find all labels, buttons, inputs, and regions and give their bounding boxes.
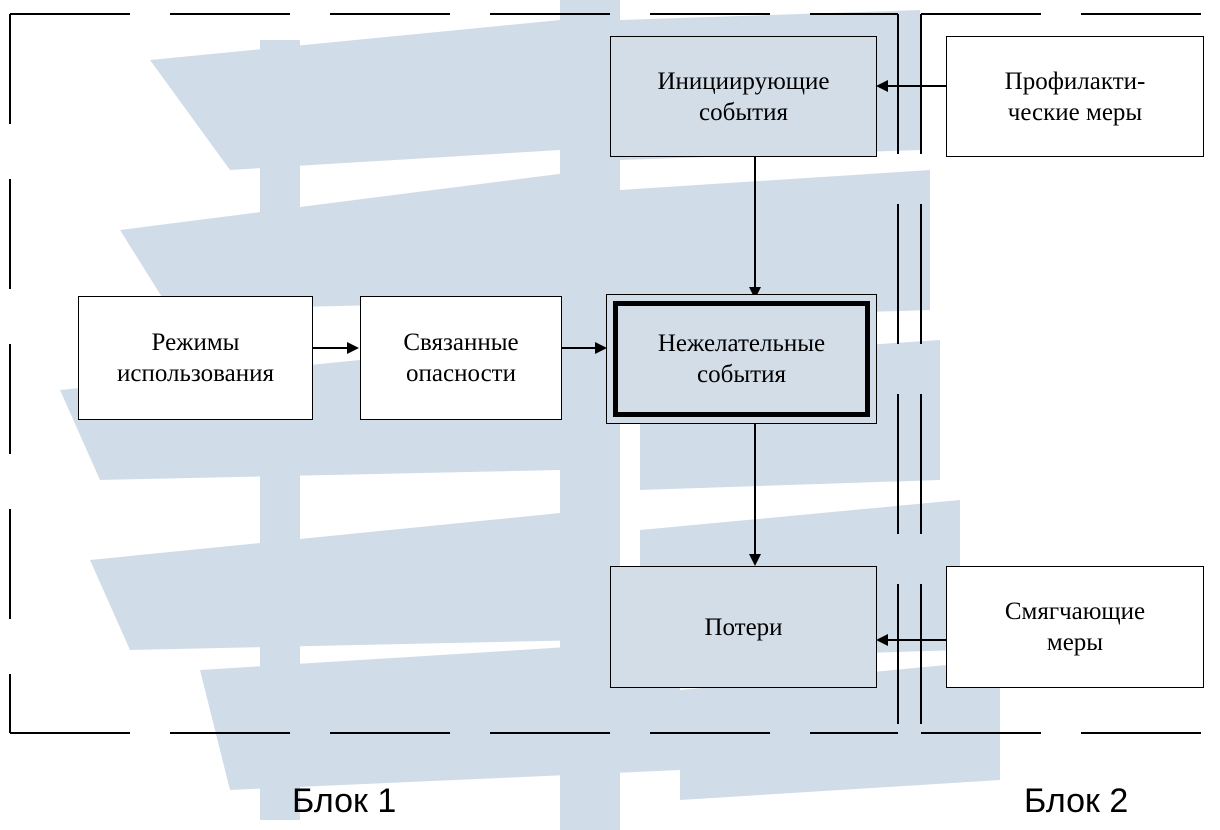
node-undesired-inner-frame: Нежелательные события: [613, 301, 870, 417]
node-losses-line1: Потери: [704, 613, 783, 641]
block1-label: Блок 1: [292, 782, 397, 820]
node-initiating-events: Инициирующие события: [610, 36, 877, 157]
node-mitigating-line1: Смягчающие: [1004, 598, 1146, 625]
node-mitigating-measures: Смягчающие меры: [946, 566, 1204, 688]
node-modes-of-use: Режимы использования: [78, 296, 313, 420]
node-hazards-line1: Связанные: [403, 329, 519, 356]
node-preventive-measures: Профилакти- ческие меры: [946, 36, 1204, 157]
block1-frame: [9, 13, 899, 734]
node-initiating-line1: Инициирующие: [657, 67, 830, 95]
node-hazards-line2: опасности: [406, 360, 516, 387]
node-associated-hazards: Связанные опасности: [360, 296, 562, 420]
node-undesired-events: Нежелательные события: [606, 294, 877, 424]
node-undesired-line2: события: [697, 361, 786, 388]
block2-frame: [920, 13, 1215, 734]
arrows: [313, 80, 946, 646]
node-initiating-line2: события: [699, 98, 788, 126]
node-preventive-line1: Профилакти-: [1004, 67, 1146, 95]
node-mitigating-line2: меры: [1046, 629, 1104, 656]
node-modes-line1: Режимы: [151, 329, 240, 356]
block2-label: Блок 2: [1024, 782, 1129, 820]
node-losses: Потери: [610, 566, 877, 688]
node-undesired-line1: Нежелательные: [657, 330, 826, 357]
node-modes-line2: использования: [117, 360, 274, 387]
node-preventive-line2: ческие меры: [1007, 98, 1143, 126]
